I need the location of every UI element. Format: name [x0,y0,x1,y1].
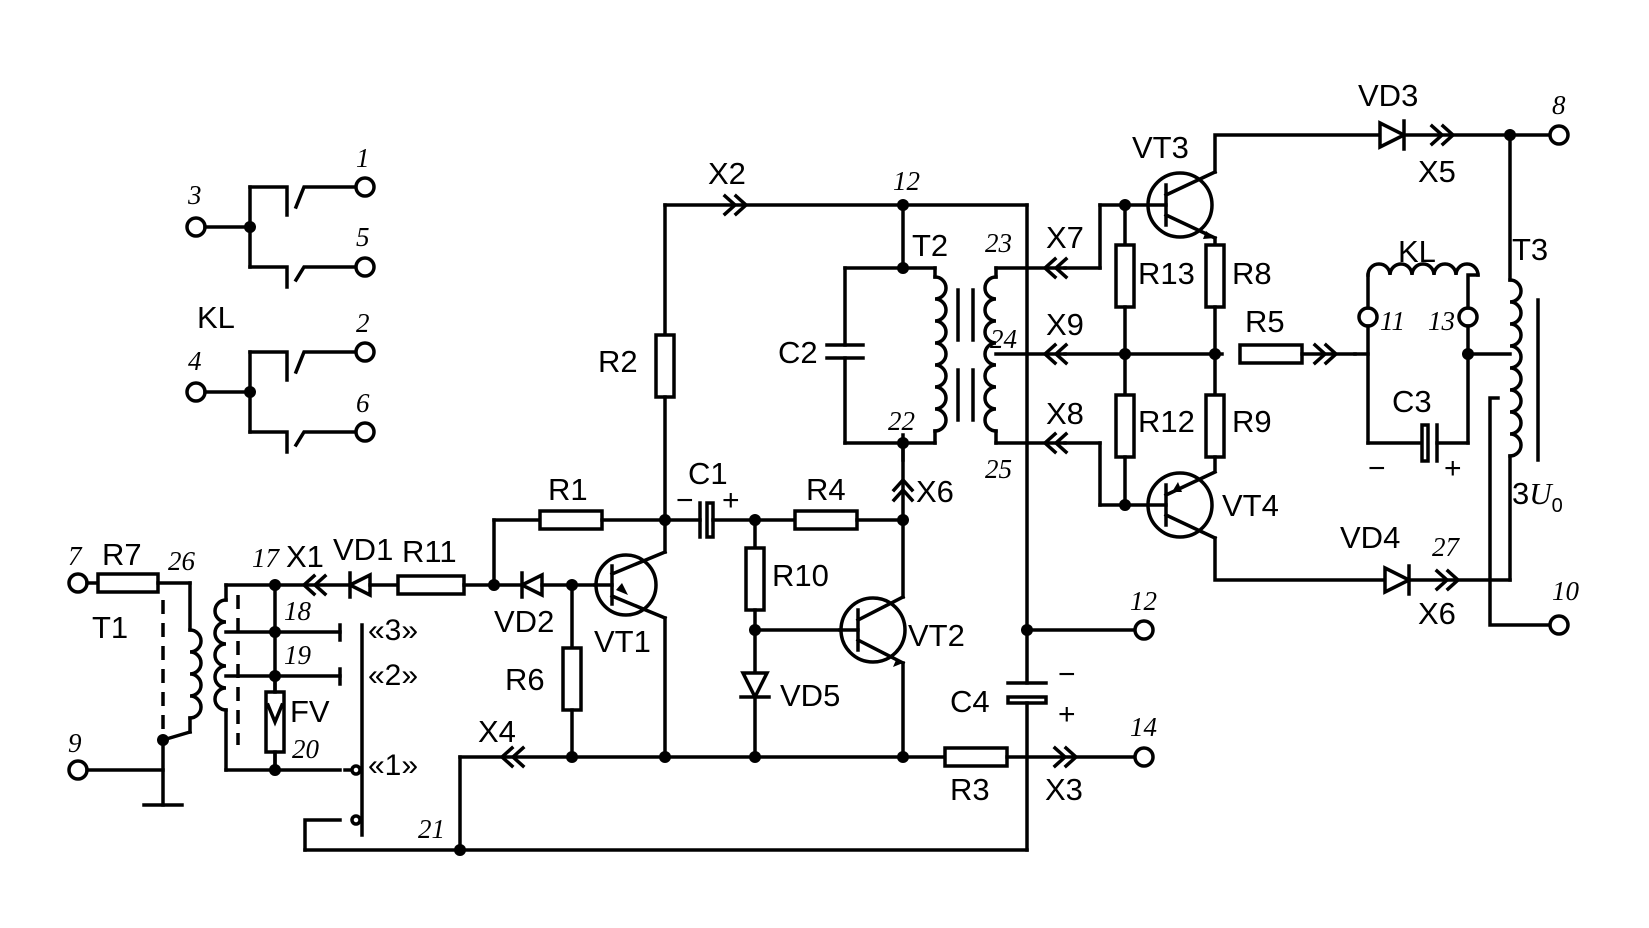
stage-vt1 [488,203,676,759]
node-19: 19 [284,640,312,670]
connector-x6-left-label: X6 [916,474,954,509]
node-12-right: 12 [1130,586,1157,616]
resistor-r4-label: R4 [806,472,846,507]
transformer-t3-label: T3 [1512,232,1548,267]
transistor-vt2-label: VT2 [908,618,965,653]
transistor-vt4-label: VT4 [1222,488,1279,523]
output-voltage-label: 3U0 [1512,476,1563,517]
node-24: 24 [990,324,1017,354]
transformer-t2 [825,203,1067,462]
node-23: 23 [985,228,1012,258]
c4-minus: − [1058,658,1076,691]
node-3: 3 [187,180,202,210]
capacitor-c2-label: C2 [778,335,818,370]
connector-x7-label: X7 [1046,220,1084,255]
node-8: 8 [1552,90,1566,120]
node-21: 21 [418,814,445,844]
node-11: 11 [1380,306,1405,336]
transistor-vt1-label: VT1 [594,624,651,659]
node-5: 5 [356,222,370,252]
tap-bus [264,579,462,852]
connectors-x7-x8-x9 [1042,203,1224,507]
node-18: 18 [284,596,312,626]
stage-vt2 [663,433,915,759]
relay-contact-group-2 [185,341,376,454]
capacitor-c1-label: C1 [688,456,728,491]
c4-plus: + [1058,698,1076,731]
c1-plus: + [722,484,740,517]
relay-kl-and-t3 [1353,133,1570,636]
resistor-r9-label: R9 [1232,404,1272,439]
node-12-top: 12 [893,166,920,196]
resistor-r2-label: R2 [598,344,638,379]
node-10: 10 [1552,576,1580,606]
node-27: 27 [1432,532,1461,562]
stage-vt3-vt4 [1098,133,1387,582]
c1-minus: − [676,484,694,517]
resistor-r3-label: R3 [950,772,990,807]
relay-contact-group-1 [185,176,376,289]
connector-x9-label: X9 [1046,307,1084,342]
node-6: 6 [356,388,370,418]
transformer-t2-label: T2 [912,228,948,263]
diode-vd5-label: VD5 [780,678,840,713]
diode-vd2-label: VD2 [494,604,554,639]
diode-vd1-label: VD1 [333,532,393,567]
resistor-r7-label: R7 [102,537,142,572]
node-22: 22 [888,406,915,436]
connector-x3-label: X3 [1045,772,1083,807]
node-2: 2 [356,308,370,338]
node-7: 7 [68,541,83,571]
c3-minus: − [1368,452,1386,485]
ground-bus [454,745,1155,856]
connector-x8-label: X8 [1046,396,1084,431]
connector-x1-label: X1 [286,539,324,574]
relay-kl-label: KL [197,300,235,335]
arrester-fv-label: FV [290,694,330,729]
resistor-r1-label: R1 [548,472,588,507]
connector-x4-label: X4 [478,714,516,749]
resistor-r8-label: R8 [1232,256,1272,291]
connector-x2-label: X2 [708,156,746,191]
node-14: 14 [1130,712,1157,742]
connector-x6-right-label: X6 [1418,596,1456,631]
tap-1-label: «1» [368,749,418,782]
node-26: 26 [168,546,196,576]
supply-line [663,193,1155,852]
capacitor-c4-label: C4 [950,684,990,719]
node-25: 25 [985,454,1012,484]
diode-vd4-label: VD4 [1340,520,1400,555]
connector-x5-label: X5 [1418,154,1456,189]
input-chain [273,571,496,599]
resistor-r13-label: R13 [1138,256,1195,291]
node-1: 1 [356,143,370,173]
resistor-r11-label: R11 [402,534,457,569]
resistor-r10-label: R10 [772,558,829,593]
node-17: 17 [252,543,281,573]
capacitor-c3-label: C3 [1392,384,1432,419]
node-4: 4 [188,346,202,376]
tap-2-label: «2» [368,659,418,692]
resistor-r5-label: R5 [1245,304,1285,339]
resistor-r6-label: R6 [505,662,545,697]
resistor-r12-label: R12 [1138,404,1195,439]
tap-3-label: «3» [368,614,418,647]
transformer-t1-label: T1 [92,610,128,645]
output-diodes [1378,119,1570,596]
transistor-vt3-label: VT3 [1132,130,1189,165]
diode-vd3-label: VD3 [1358,78,1418,113]
input-transformer-t1 [67,572,277,807]
node-13: 13 [1428,306,1455,336]
c3-plus: + [1444,452,1462,485]
relay-coil-kl-label: KL [1398,234,1436,269]
node-20: 20 [292,734,320,764]
node-9: 9 [68,728,82,758]
